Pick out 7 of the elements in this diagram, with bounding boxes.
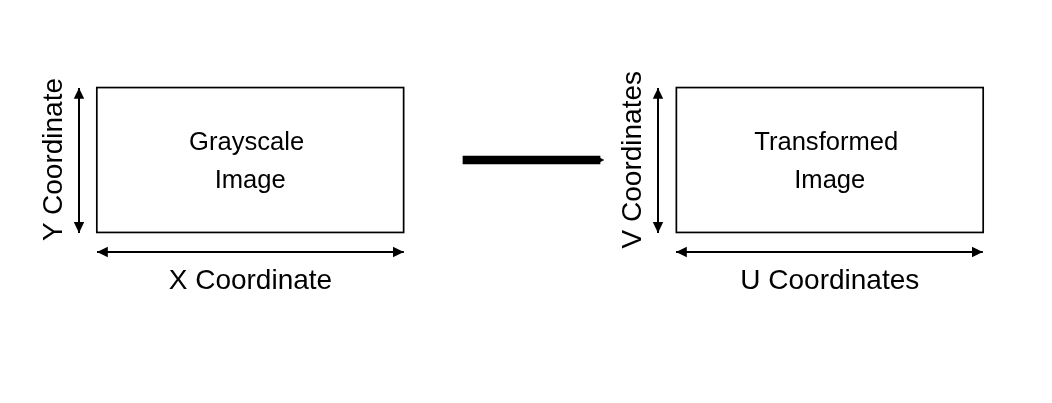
axis-label: Y Coordinate — [38, 78, 67, 242]
axis-label: U Coordinates — [740, 266, 920, 295]
node-box: Transformed Image — [675, 86, 985, 234]
node-box: Grayscale Image — [95, 86, 405, 234]
arrow — [462, 155, 605, 165]
axis-label: V Coordinates — [618, 71, 647, 249]
axis-label: X Coordinate — [168, 266, 333, 295]
